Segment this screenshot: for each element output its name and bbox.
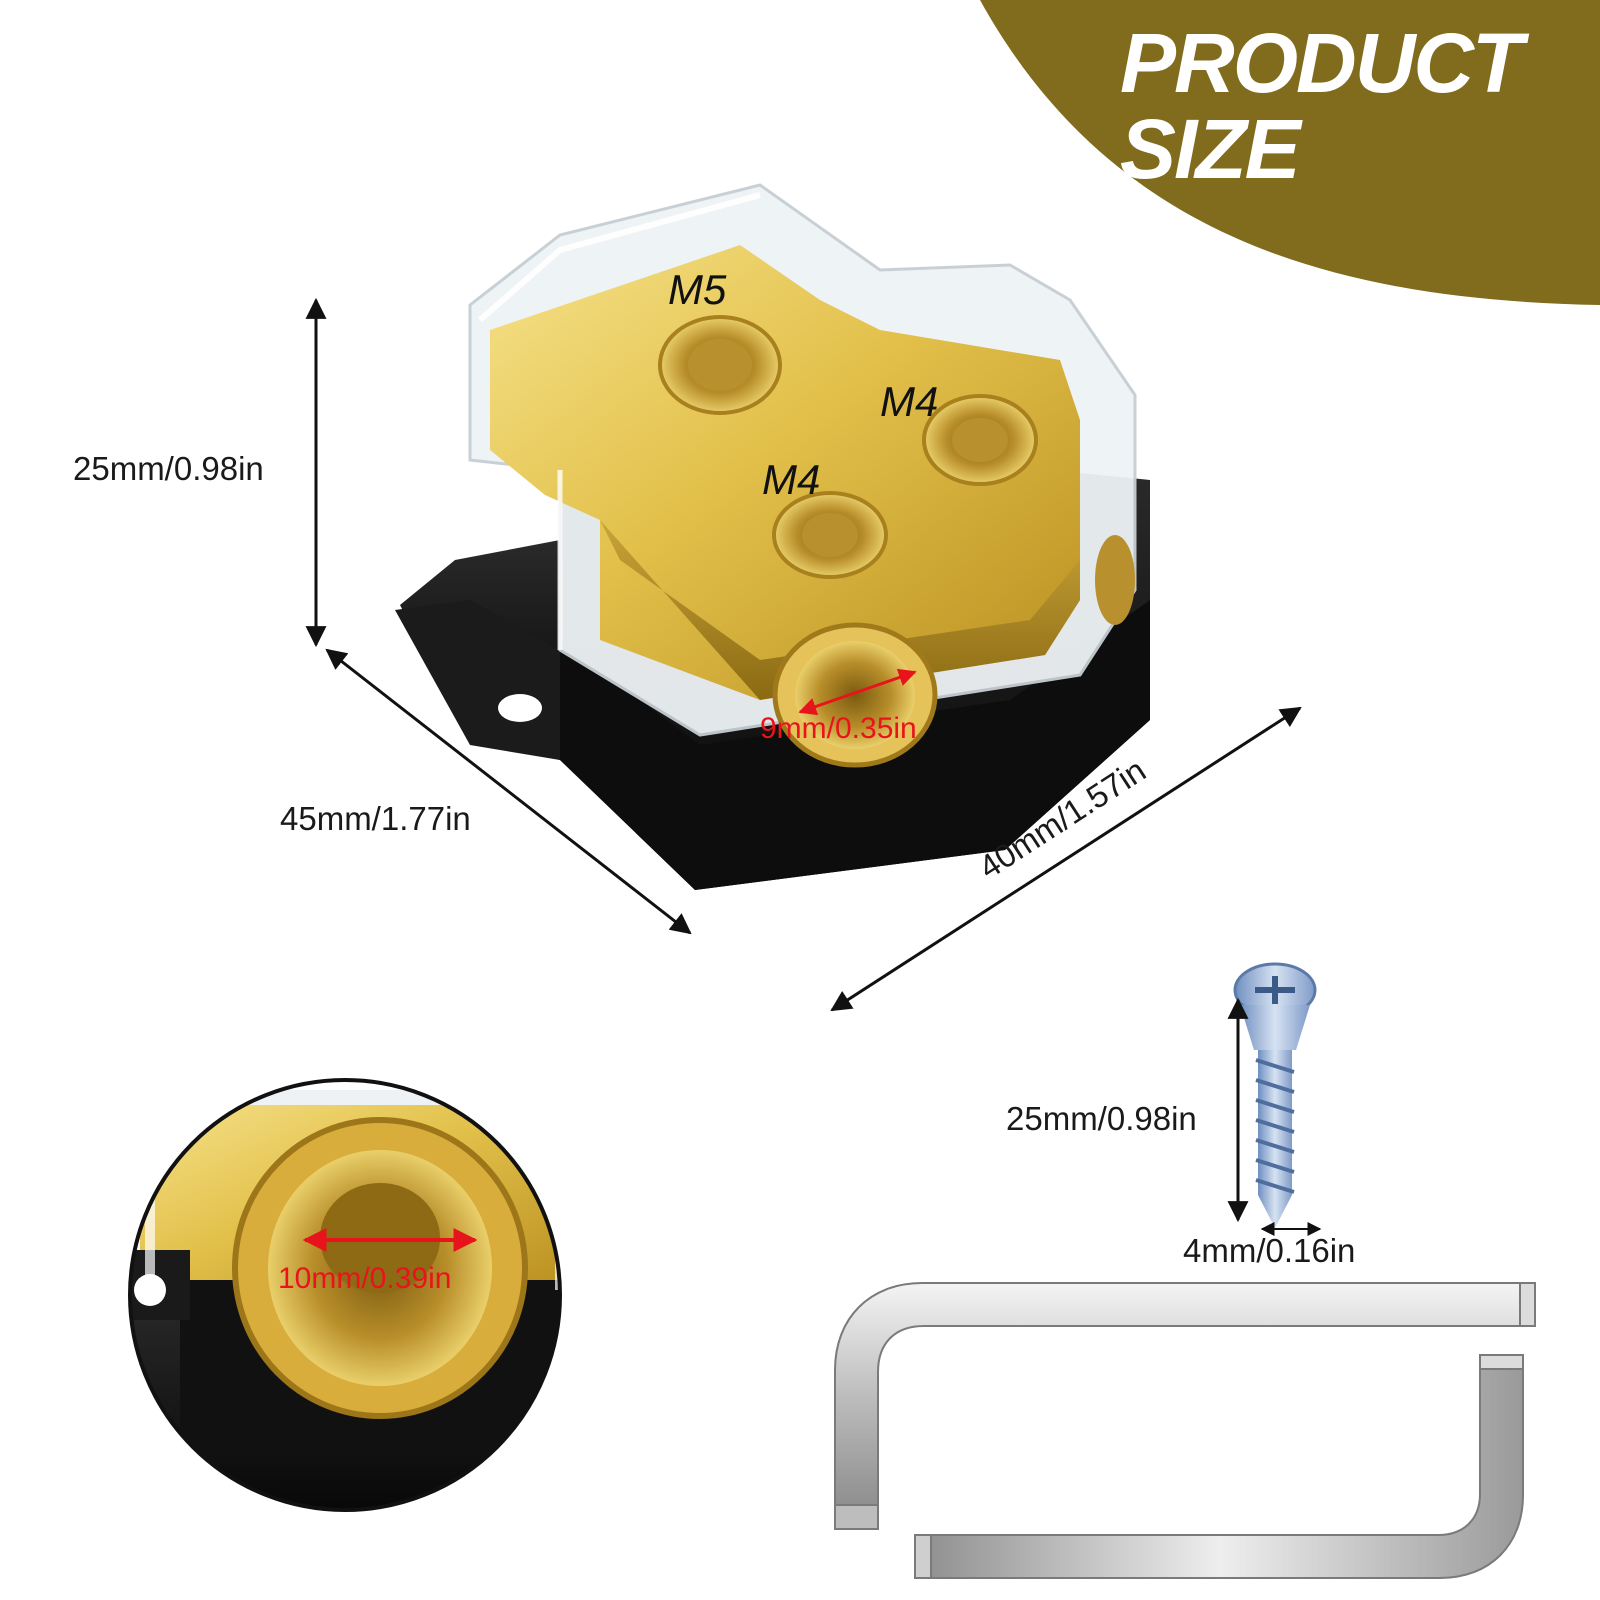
screw-length-label: 25mm/0.98in xyxy=(1006,1100,1197,1137)
screw xyxy=(1233,962,1317,1228)
hex-key-large xyxy=(834,1282,1536,1530)
front-hole-label: 10mm/0.39in xyxy=(278,1262,452,1295)
height-label: 25mm/0.98in xyxy=(73,450,264,487)
side-hole-label: 9mm/0.35in xyxy=(760,712,917,745)
banner-title: PRODUCT SIZE xyxy=(1120,16,1523,196)
terminal-label-top: M5 xyxy=(668,266,727,313)
length-arrow xyxy=(325,648,692,935)
hex-key-small xyxy=(914,1354,1524,1579)
width-arrow xyxy=(830,706,1302,1012)
screw-diameter-label: 4mm/0.16in xyxy=(1183,1232,1356,1269)
terminal-label-right: M4 xyxy=(880,378,939,425)
terminal-label-front: M4 xyxy=(762,456,821,503)
distribution-block xyxy=(395,183,1150,890)
banner-title-line2: SIZE xyxy=(1120,102,1301,196)
banner-shape xyxy=(980,0,1600,305)
banner-title-line1: PRODUCT xyxy=(1120,16,1523,110)
length-label: 45mm/1.77in xyxy=(280,800,471,837)
zoom-detail xyxy=(128,1078,562,1512)
